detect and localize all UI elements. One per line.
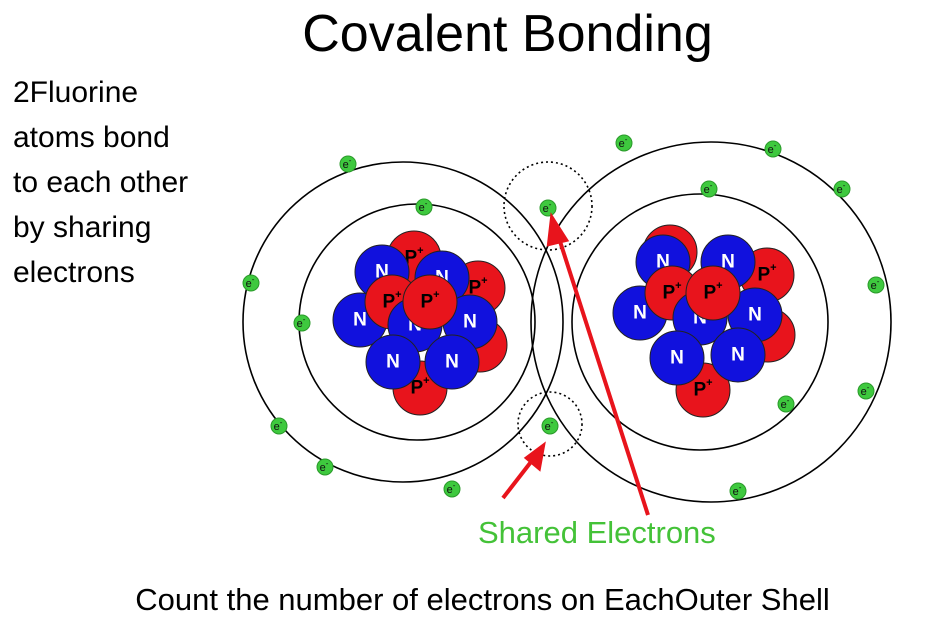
electron: e- <box>293 314 311 332</box>
neutron: N <box>649 330 705 386</box>
svg-text:e-: e- <box>343 156 352 172</box>
right-inner-shell <box>571 193 829 451</box>
svg-text:N: N <box>721 252 735 273</box>
electron: e- <box>339 155 357 173</box>
description-text: 2Fluorine atoms bond to each other by sh… <box>13 70 253 295</box>
electron: e- <box>777 395 795 413</box>
electron: e- <box>615 134 633 152</box>
svg-text:e-: e- <box>274 418 283 434</box>
arrow-line-top <box>555 231 650 516</box>
svg-text:N: N <box>731 345 745 366</box>
description-line: to each other <box>13 166 189 199</box>
top-shared-highlight <box>503 161 593 251</box>
shared-highlights <box>503 161 593 457</box>
electron: e- <box>867 276 885 294</box>
svg-text:e-: e- <box>704 181 713 197</box>
diagram-title: Covalent Bonding <box>302 5 713 63</box>
proton: P+ <box>685 265 741 321</box>
electron: e- <box>833 180 851 198</box>
shared-electrons-label: Shared Electrons <box>478 515 716 550</box>
svg-text:e-: e- <box>320 459 329 475</box>
electron: e- <box>415 198 433 216</box>
svg-text:e-: e- <box>861 383 870 399</box>
neutron: N <box>365 334 421 390</box>
svg-text:e-: e- <box>297 315 306 331</box>
svg-text:e-: e- <box>619 135 628 151</box>
svg-text:N: N <box>353 310 367 331</box>
left-outer-shell <box>242 161 564 483</box>
electron: e- <box>857 382 875 400</box>
description-line: electrons <box>13 256 135 289</box>
neutron: N <box>424 334 480 390</box>
svg-text:e-: e- <box>447 481 456 497</box>
electron: e- <box>270 417 288 435</box>
right-outer-shell <box>530 141 892 503</box>
description-line: 2Fluorine <box>13 76 139 109</box>
svg-text:e-: e- <box>733 483 742 499</box>
proton: P+ <box>402 274 458 330</box>
description-line: by sharing <box>13 211 152 244</box>
svg-text:N: N <box>445 352 459 373</box>
svg-text:N: N <box>670 348 684 369</box>
svg-text:N: N <box>463 312 477 333</box>
svg-text:e-: e- <box>768 141 777 157</box>
electron: e- <box>443 480 461 498</box>
arrow-line-bottom <box>501 456 536 500</box>
arrow-head-bottom <box>523 441 546 472</box>
svg-text:e-: e- <box>543 200 552 216</box>
svg-text:e-: e- <box>837 181 846 197</box>
description-line: atoms bond <box>13 121 170 154</box>
svg-text:N: N <box>748 305 762 326</box>
svg-text:N: N <box>386 352 400 373</box>
bottom-caption: Count the number of electrons on EachOut… <box>135 582 830 617</box>
arrows <box>501 212 650 516</box>
bottom-shared-highlight <box>517 391 583 457</box>
electrons: e-e-e-e-e-e-e-e-e-e-e-e-e-e-e-e-e- <box>242 134 885 500</box>
electron: e- <box>729 482 747 500</box>
svg-text:N: N <box>633 303 647 324</box>
electron: e- <box>541 417 559 435</box>
svg-text:e-: e- <box>781 396 790 412</box>
electron: e- <box>242 274 260 292</box>
svg-text:e-: e- <box>246 275 255 291</box>
electron: e- <box>539 199 557 217</box>
svg-text:e-: e- <box>545 418 554 434</box>
arrow-head-top <box>546 212 570 247</box>
neutron: N <box>710 327 766 383</box>
svg-text:e-: e- <box>419 199 428 215</box>
svg-text:e-: e- <box>871 277 880 293</box>
electron: e- <box>764 140 782 158</box>
electron: e- <box>316 458 334 476</box>
electron: e- <box>700 180 718 198</box>
